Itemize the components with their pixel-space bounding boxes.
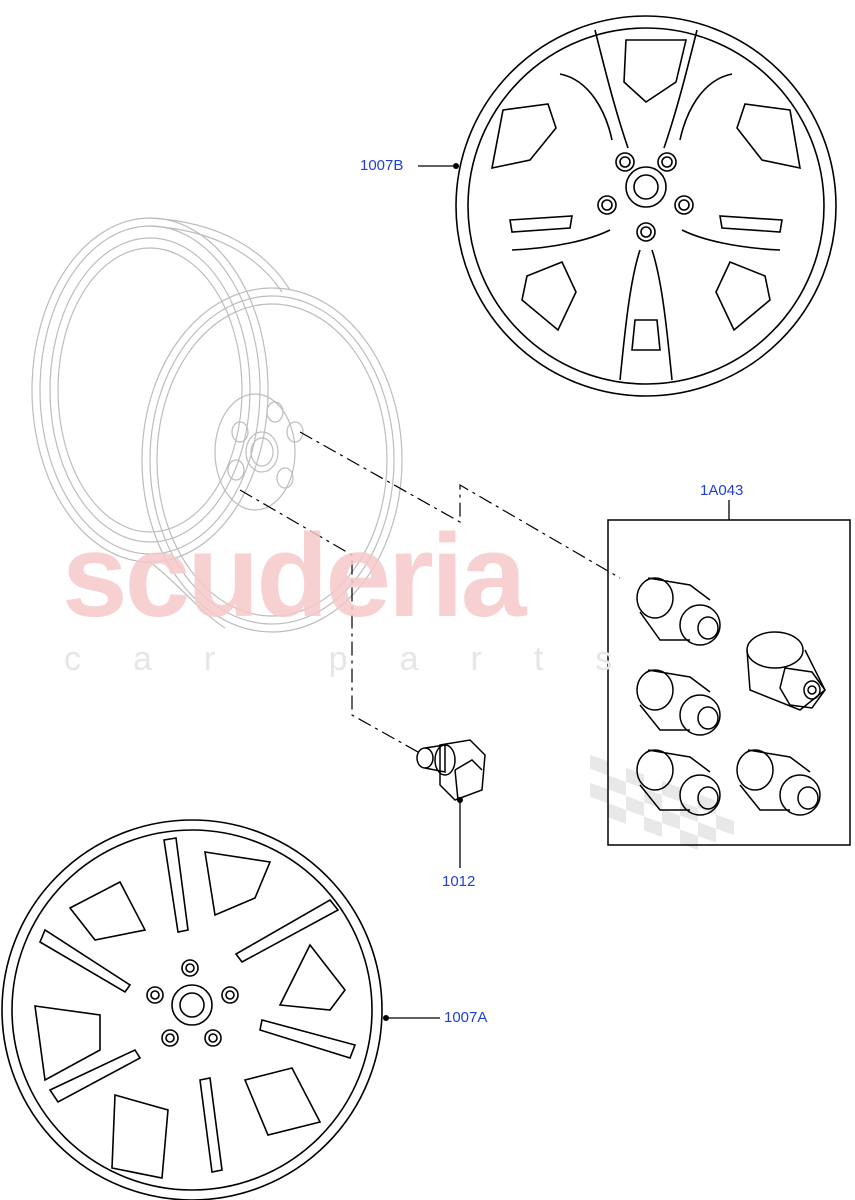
assembly-lines (239, 431, 621, 753)
wheel-1007A-diagram (1, 819, 383, 1200)
wheel-nut-1012-diagram (416, 739, 486, 801)
watermark-subtitle: car parts (64, 640, 665, 678)
watermark-flag-icon (590, 754, 734, 851)
locking-nut-kit-diagram (607, 519, 851, 846)
callout-1012[interactable]: 1012 (442, 873, 476, 890)
callout-1007B[interactable]: 1007B (360, 157, 404, 174)
callout-1007A[interactable]: 1007A (444, 1009, 488, 1026)
watermark-title: scuderia (62, 510, 526, 642)
leader-dots (383, 163, 463, 1021)
wheel-1007B-diagram (455, 15, 837, 397)
rim-side-view (31, 217, 403, 633)
callout-1A043[interactable]: 1A043 (700, 482, 744, 499)
leader-lines (386, 165, 730, 1019)
